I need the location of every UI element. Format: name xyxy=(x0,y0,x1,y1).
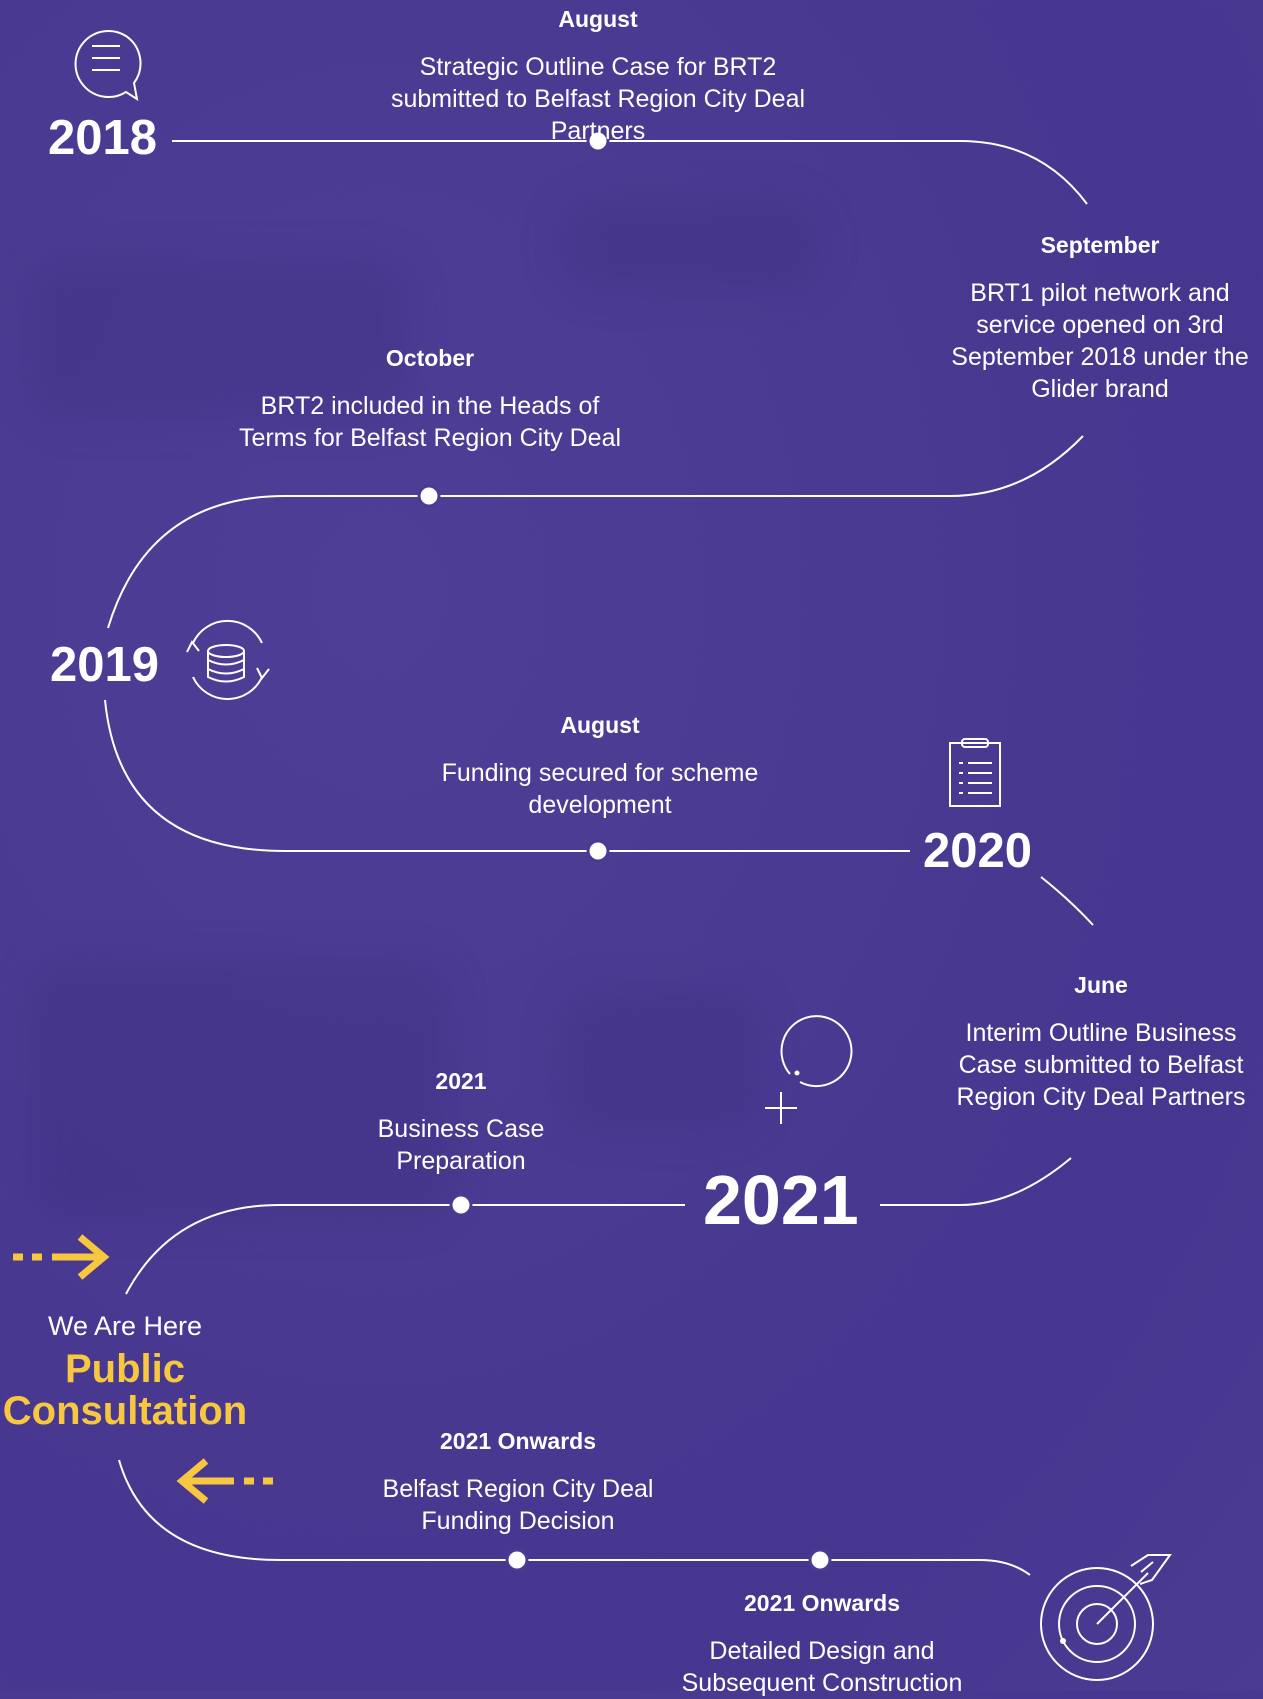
event-text: Business Case Preparation xyxy=(377,1115,545,1175)
timeline-segment xyxy=(172,140,1088,205)
event-heading: August xyxy=(560,712,640,738)
timeline-segment xyxy=(118,1459,1031,1576)
timeline-node xyxy=(417,484,441,508)
arrow-right-icon xyxy=(13,1234,110,1280)
arrow-left-icon xyxy=(176,1458,273,1504)
event-heading: September xyxy=(1040,232,1160,258)
timeline-node xyxy=(449,1193,473,1217)
event-heading: 2021 xyxy=(435,1068,487,1094)
event-2021-detailed-design: 2021 Onwards Detailed Design and Subsequ… xyxy=(662,1590,982,1699)
timeline-segment xyxy=(125,1204,685,1295)
event-text: BRT2 included in the Heads of Terms for … xyxy=(238,392,622,452)
year-2020: 2020 xyxy=(923,824,1033,878)
event-text: Funding secured for scheme development xyxy=(441,759,759,819)
event-text: Strategic Outline Case for BRT2 submitte… xyxy=(390,53,806,145)
year-2021: 2021 xyxy=(703,1161,859,1239)
event-text: Detailed Design and Subsequent Construct… xyxy=(681,1637,963,1697)
event-2018-october: October BRT2 included in the Heads of Te… xyxy=(230,345,630,454)
event-text: Interim Outline Business Case submitted … xyxy=(956,1019,1246,1111)
event-2021-business-case: 2021 Business Case Preparation xyxy=(361,1068,561,1177)
timeline-segment xyxy=(107,435,1084,629)
target-arrow-icon xyxy=(1040,1554,1172,1681)
current-stage-marker: We Are Here Public Consultation xyxy=(0,1311,250,1432)
event-heading: June xyxy=(1074,972,1128,998)
year-2018: 2018 xyxy=(48,111,158,165)
clipboard-list-icon xyxy=(949,738,1001,807)
event-heading: October xyxy=(385,345,475,371)
event-2018-september: September BRT1 pilot network and service… xyxy=(940,232,1260,405)
event-2020-june: June Interim Outline Business Case submi… xyxy=(946,972,1256,1113)
event-2018-august: August Strategic Outline Case for BRT2 s… xyxy=(368,6,828,147)
background-blur xyxy=(560,200,820,290)
timeline-node xyxy=(808,1548,832,1572)
public-consultation-title: Public Consultation xyxy=(2,1347,248,1433)
year-2019: 2019 xyxy=(50,638,160,692)
chat-bubble-icon xyxy=(74,30,142,102)
background-blur xyxy=(560,990,760,1130)
plus-circle-icon xyxy=(765,1015,853,1124)
event-2021-funding-decision: 2021 Onwards Belfast Region City Deal Fu… xyxy=(368,1428,668,1537)
timeline-segment xyxy=(104,699,910,852)
database-sync-icon xyxy=(186,620,270,700)
background-blur xyxy=(30,260,410,420)
event-heading: 2021 Onwards xyxy=(440,1428,596,1454)
we-are-here-label: We Are Here xyxy=(47,1311,203,1341)
timeline-node xyxy=(505,1548,529,1572)
event-heading: August xyxy=(558,6,638,32)
event-heading: 2021 Onwards xyxy=(744,1590,900,1616)
background-blur xyxy=(30,960,450,1220)
event-text: Belfast Region City Deal Funding Decisio… xyxy=(382,1475,654,1535)
timeline-node xyxy=(586,839,610,863)
event-text: BRT1 pilot network and service opened on… xyxy=(951,279,1249,403)
timeline-segment xyxy=(880,1157,1072,1206)
event-2019-august: August Funding secured for scheme develo… xyxy=(430,712,770,821)
timeline-segment xyxy=(1040,876,1094,926)
timeline-node xyxy=(586,129,610,153)
